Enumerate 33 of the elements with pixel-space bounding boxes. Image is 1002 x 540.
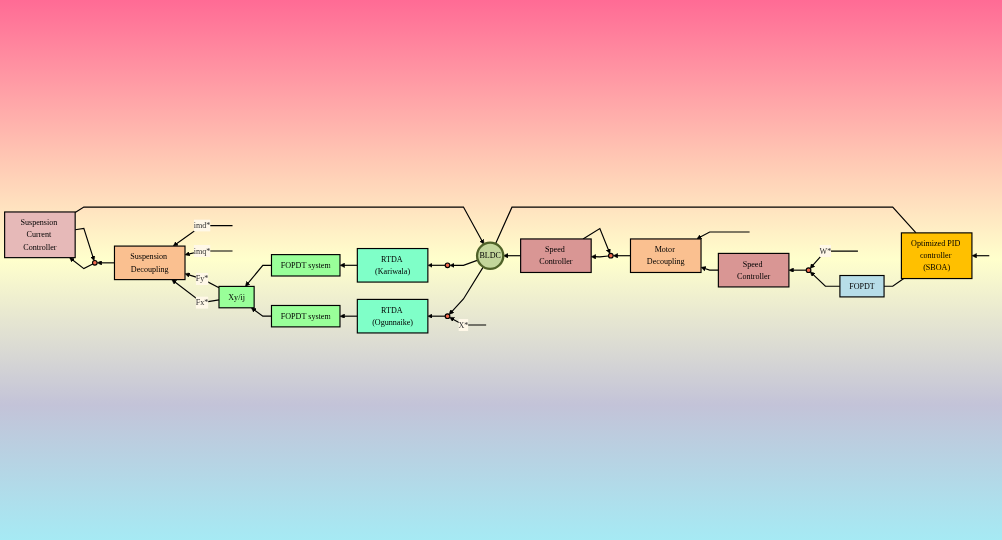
process-box: FOPDT system [270,254,341,277]
process-box: FOPDT system [270,304,341,328]
motor-circle: BLDC [475,241,505,270]
summing-junction [91,259,98,266]
arrow [582,227,611,254]
process-box: Suspension Current Controller [4,211,76,259]
summing-junction [607,252,614,259]
process-box: RTDA (Kariwala) [356,247,429,283]
process-box: Motor Decoupling [629,238,702,274]
summing-junction [805,267,812,274]
process-box: Speed Controller [717,252,790,288]
arrow [427,313,446,319]
process-box: Speed Controller [520,238,592,274]
process-box: Xy/ij [218,285,255,309]
arrow [448,266,484,315]
arrow [339,262,358,268]
arrow [173,224,234,247]
arrow [427,262,446,268]
arrow [74,206,485,245]
arrow [696,231,751,240]
summing-junction [444,262,451,269]
process-box: Optimized PID controller (SBOA) [900,232,973,280]
arrow [809,250,859,269]
arrow [971,253,990,259]
arrow [339,313,358,319]
process-box: FOPDT [839,274,885,298]
arrow [69,257,94,270]
summing-junction [444,313,451,320]
process-box: RTDA (Ogunnaike) [356,298,429,334]
arrow [449,317,487,326]
process-box: Suspension Decoupling [113,245,186,281]
arrow [788,267,807,273]
arrow [449,259,479,268]
